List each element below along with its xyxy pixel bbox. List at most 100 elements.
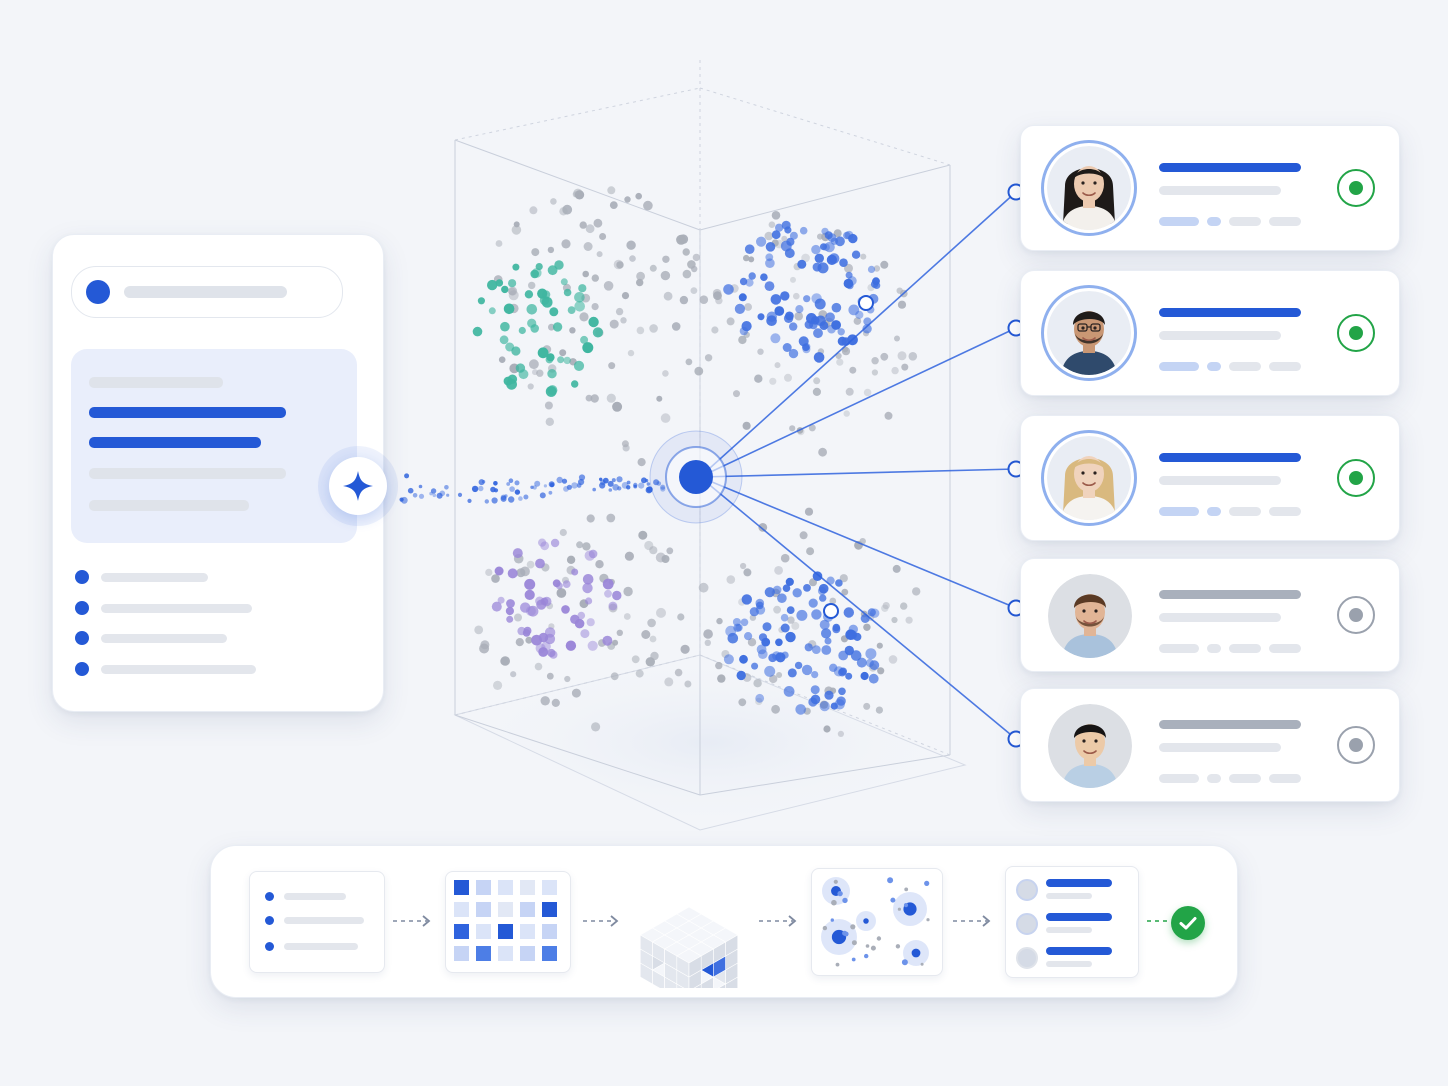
grid-cell [454, 924, 469, 939]
cube-cell-right [688, 955, 702, 978]
purple-point [517, 626, 526, 636]
grey-point [510, 671, 517, 678]
document-step [249, 871, 385, 973]
candidate-card[interactable] [1020, 688, 1400, 802]
blue-point [738, 293, 747, 302]
teal-point [487, 279, 498, 291]
stream-particle [608, 488, 613, 492]
radio-inner [1349, 738, 1363, 752]
grey-point [544, 401, 553, 410]
grey-point [726, 575, 736, 584]
result-avatar [1016, 879, 1038, 901]
teal-point [592, 327, 604, 338]
grey-point [863, 388, 872, 397]
purple-point [612, 590, 622, 601]
grey-point [809, 578, 817, 587]
blue-point [801, 664, 813, 676]
blue-point [740, 618, 749, 627]
blue-point [785, 311, 794, 321]
candidate-tag [1229, 217, 1261, 226]
blue-point [827, 324, 836, 334]
grey-point [880, 260, 889, 269]
blue-point [787, 668, 797, 678]
radio-selected-icon[interactable] [1337, 459, 1375, 497]
stream-particle [504, 494, 508, 498]
search-bar[interactable] [71, 266, 343, 318]
stream-particle [471, 485, 479, 493]
grey-point [676, 234, 687, 245]
grey-point [649, 546, 658, 555]
grey-point [871, 369, 879, 376]
teal-point [557, 356, 565, 364]
teal-point [507, 279, 517, 288]
radio-unselected-icon[interactable] [1337, 726, 1375, 764]
radio-unselected-icon[interactable] [1337, 596, 1375, 634]
cluster-point [887, 877, 894, 884]
blue-point [867, 265, 876, 273]
grey-point [717, 674, 726, 683]
sparkle-button[interactable] [318, 446, 398, 526]
grey-point [677, 613, 685, 621]
grey-point [771, 211, 781, 220]
result-line [1046, 913, 1112, 921]
blue-point [860, 671, 869, 681]
search-dot [86, 280, 110, 304]
blue-point [736, 670, 746, 681]
cluster-point [833, 879, 838, 884]
stream-particle [436, 492, 443, 499]
purple-point [505, 606, 514, 616]
grid-cell [542, 880, 557, 895]
blue-point [751, 662, 759, 670]
cluster-point [904, 887, 909, 892]
grey-point [569, 327, 576, 334]
pipeline-arrow-head [610, 915, 619, 927]
grey-point [853, 317, 862, 325]
candidate-card[interactable] [1020, 415, 1400, 541]
candidate-card[interactable] [1020, 558, 1400, 672]
grey-point [636, 326, 645, 335]
grey-point [892, 564, 901, 573]
radio-selected-icon[interactable] [1337, 169, 1375, 207]
grid-cell [476, 880, 491, 895]
blue-point [862, 324, 872, 334]
grey-point [596, 251, 603, 258]
candidate-card[interactable] [1020, 125, 1400, 251]
blue-point [794, 661, 803, 670]
grey-point [498, 356, 506, 364]
grey-point [585, 224, 595, 234]
result-line [1046, 879, 1112, 887]
blue-point [810, 685, 820, 695]
candidate-card[interactable] [1020, 270, 1400, 396]
avatar-woman-dark-hair [1041, 140, 1137, 236]
stream-particle [407, 487, 414, 494]
grey-point [636, 278, 644, 287]
grey-point [823, 725, 831, 733]
stream-particle [641, 477, 647, 484]
grey-point [529, 359, 539, 370]
blue-point [783, 686, 795, 697]
grey-point [607, 186, 616, 195]
radio-selected-icon[interactable] [1337, 314, 1375, 352]
blue-point [781, 651, 789, 659]
link-marker [823, 603, 839, 619]
purple-point [602, 635, 613, 646]
grey-point [656, 607, 666, 618]
grey-point [606, 513, 616, 523]
grey-point [620, 317, 627, 324]
grey-point [485, 568, 493, 577]
stream-particle [532, 485, 537, 490]
blue-point [821, 645, 832, 655]
blue-point [847, 276, 857, 286]
stream-particle [506, 482, 511, 486]
grey-point [908, 352, 918, 361]
grey-point [515, 638, 524, 647]
purple-point [535, 596, 545, 606]
grey-point [743, 254, 750, 262]
grey-point [649, 635, 657, 643]
teal-point [578, 284, 587, 293]
grey-point [884, 411, 893, 420]
grey-point [525, 636, 533, 644]
blue-point [772, 585, 782, 595]
grey-point [624, 551, 635, 561]
purple-point [547, 648, 556, 658]
